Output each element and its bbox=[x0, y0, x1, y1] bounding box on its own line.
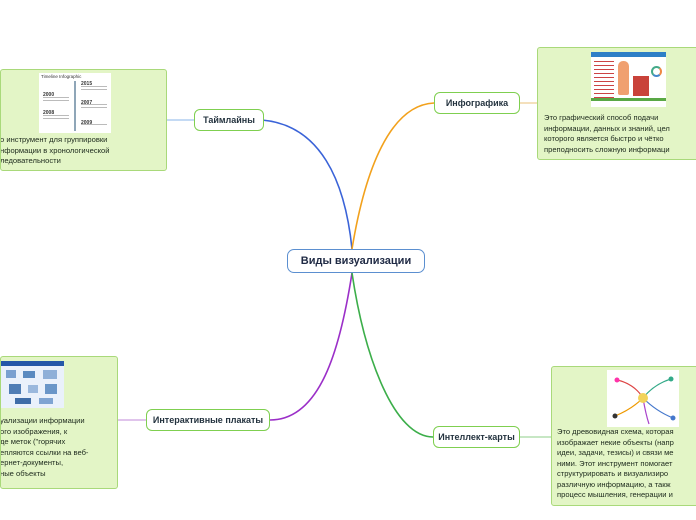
year-label: 2007 bbox=[81, 100, 93, 106]
infographic-image bbox=[591, 52, 666, 107]
poster-device bbox=[15, 398, 31, 404]
poster-device bbox=[28, 385, 38, 393]
thumb-title: Timeline Infographic bbox=[41, 74, 82, 79]
timeline-axis bbox=[74, 81, 76, 131]
poster-device bbox=[43, 370, 57, 379]
text-lines bbox=[43, 97, 69, 98]
branch-mindmaps[interactable]: Интеллект-карты bbox=[433, 426, 520, 448]
infographic-bullets bbox=[594, 61, 614, 62]
central-topic[interactable]: Виды визуализации bbox=[287, 249, 425, 273]
year-label: 2015 bbox=[81, 81, 93, 87]
interactive-poster-image bbox=[1, 361, 64, 408]
note-mindmaps[interactable]: Это древовидная схема, которая изображае… bbox=[551, 366, 696, 506]
mindmap-image bbox=[607, 370, 679, 427]
link-mindmaps bbox=[351, 272, 434, 438]
mindmap-sketch bbox=[612, 376, 676, 425]
branch-posters[interactable]: Интерактивные плакаты bbox=[146, 409, 270, 431]
text-lines bbox=[81, 86, 107, 87]
poster-device bbox=[39, 398, 53, 404]
note-infographics[interactable]: Это графический способ подачи информации… bbox=[537, 47, 696, 160]
note-text: о инструмент для группировки нформации в… bbox=[0, 135, 110, 165]
branch-infographics[interactable]: Инфографика bbox=[434, 92, 520, 114]
link-timelines bbox=[261, 119, 353, 250]
kremlin-illustration bbox=[633, 76, 649, 96]
branch-timelines[interactable]: Таймлайны bbox=[194, 109, 264, 131]
year-label: 2000 bbox=[43, 92, 55, 98]
person-figure bbox=[618, 61, 629, 95]
poster-device bbox=[23, 371, 35, 378]
poster-device bbox=[6, 370, 16, 378]
note-text: уализации информации ого изображения, к … bbox=[0, 416, 89, 478]
note-posters[interactable]: уализации информации ого изображения, к … bbox=[0, 356, 118, 489]
ground-strip bbox=[591, 98, 666, 101]
link-posters bbox=[269, 272, 353, 421]
year-label: 2009 bbox=[81, 120, 93, 126]
year-label: 2008 bbox=[43, 110, 55, 116]
pie-chart-icon bbox=[651, 66, 662, 77]
infographic-header bbox=[591, 52, 666, 57]
poster-header bbox=[1, 361, 64, 366]
note-text: Это графический способ подачи информации… bbox=[544, 113, 670, 154]
note-text: Это древовидная схема, которая изображае… bbox=[557, 427, 674, 499]
poster-device bbox=[9, 384, 21, 394]
link-infographics bbox=[351, 102, 435, 250]
note-timelines[interactable]: Timeline Infographic 2015 2000 2007 2008… bbox=[0, 69, 167, 171]
timeline-infographic-image: Timeline Infographic 2015 2000 2007 2008… bbox=[39, 73, 111, 133]
poster-device bbox=[45, 384, 57, 394]
